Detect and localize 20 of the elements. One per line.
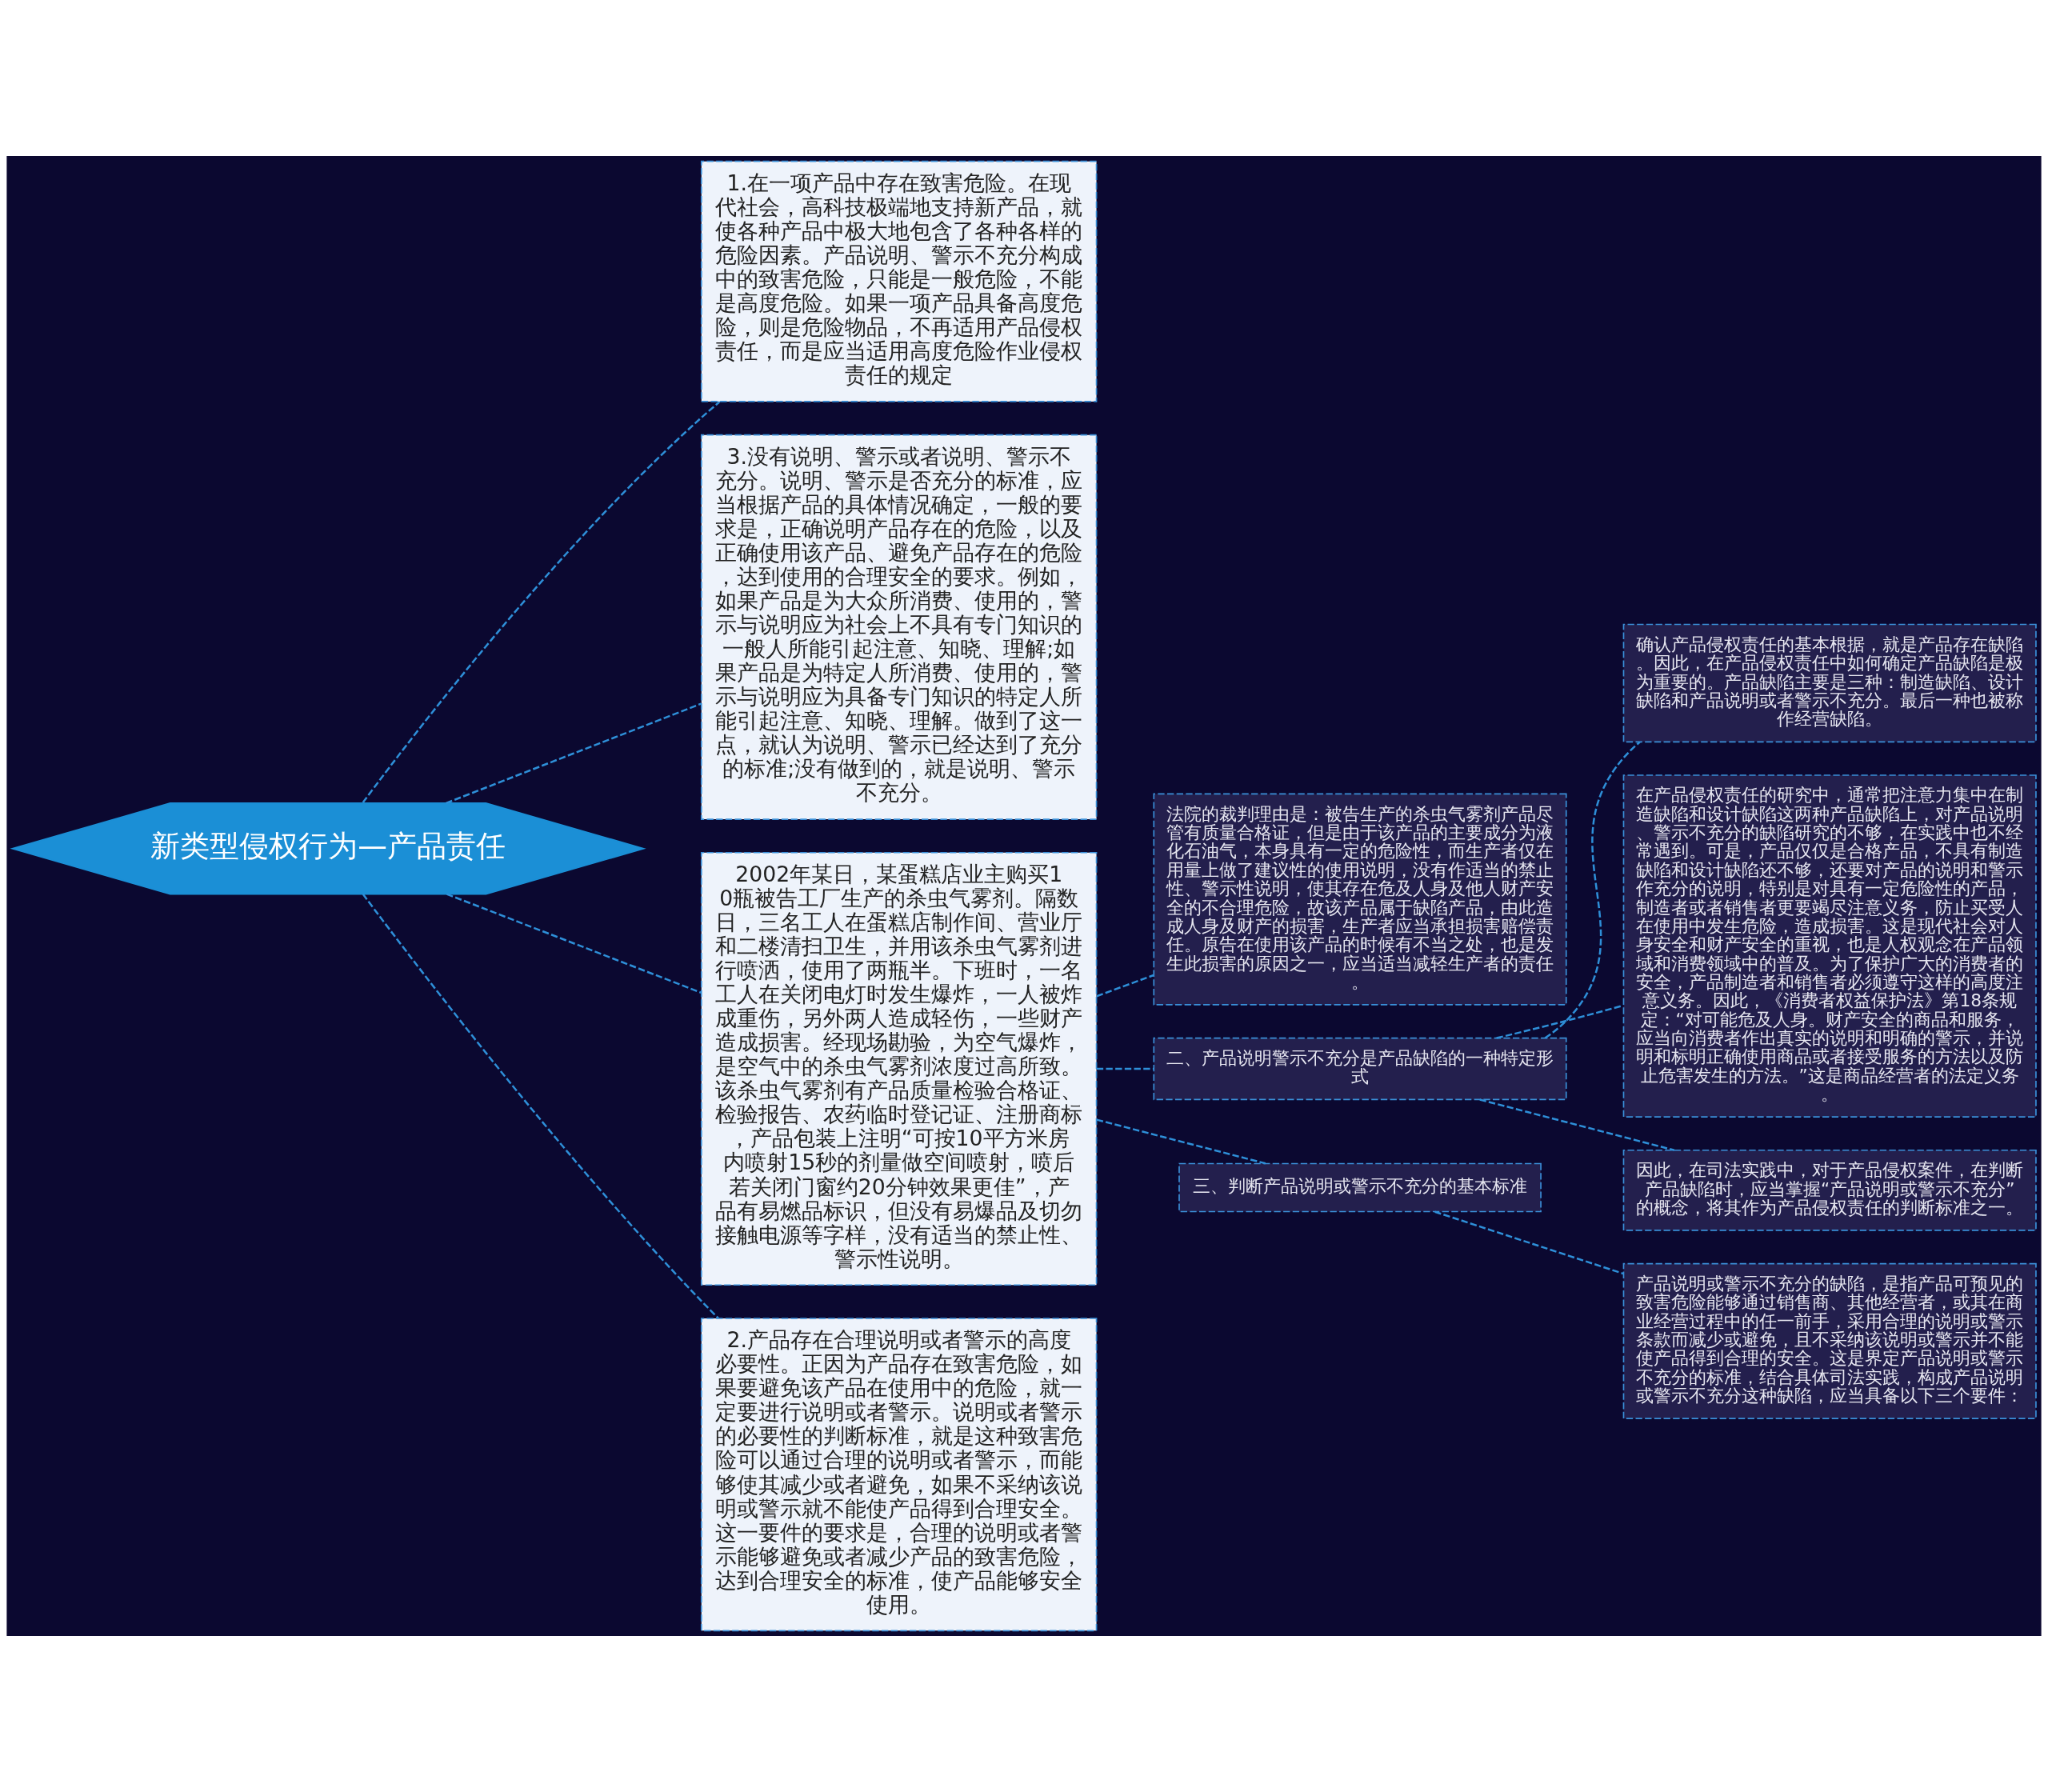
connector	[1096, 974, 1154, 998]
node-box: 二、产品说明警示不充分是产品缺陷的一种特定形式	[1153, 1037, 1567, 1101]
connector	[362, 401, 721, 803]
connector	[1544, 741, 1641, 1039]
node-box: 因此，在司法实践中，对于产品侵权案件，在判断产品缺陷时，应当掌握“产品说明或警示不充分”的概念，将其作为产品侵权责任的判断标准之一。	[1622, 1149, 2037, 1231]
connector	[446, 702, 702, 805]
node-box: 产品说明或警示不充分的缺陷，是指产品可预见的致害危险能够通过销售商、其他经营者，或其在商业经营过程中的任一前手，采用合理的说明或警示条款而减少或避免，且不采纳该说明或警示并不能使产品得到合理的安全。这是界定产品说明或警示不充分的标准，结合具体司法实践，构成产品说明或警示不充分这种缺陷，应当具备以下三个要件：	[1622, 1262, 2037, 1419]
node-box: 3.没有说明、警示或者说明、警示不充分。说明、警示是否充分的标准，应当根据产品的具体情况确定，一般的要求是，正确说明产品存在的危险，以及正确使用该产品、避免产品存在的危险，达到使用的合理安全的要求。例如，如果产品是为大众所消费、使用的，警示与说明应为社会上不具有专门知识的一般人所能引起注意、知晓、理解;如果产品是为特定人所消费、使用的，警示与说明应为具备专门知识的特定人所能引起注意、知晓、理解。做到了这一点，就认为说明、警示已经达到了充分的标准;没有做到的，就是说明、警示不充分。	[700, 434, 1098, 820]
node-box: 2002年某日，某蛋糕店业主购买10瓶被告工厂生产的杀虫气雾剂。隔数日，三名工人在蛋糕店制作间、营业厅和二楼清扫卫生，并用该杀虫气雾剂进行喷洒，使用了两瓶半。下班时，一名工人在关闭电灯时发生爆炸，一人被炸成重伤，另外两人造成轻伤，一些财产造成损害。经现场勘验，为空气爆炸，是空气中的杀虫气雾剂浓度过高所致。该杀虫气雾剂有产品质量检验合格证、检验报告、农药临时登记证、注册商标，产品包装上注明“可按10平方米房内喷射15秒的剂量做空间喷射，喷后若关闭门窗约20分钟效果更佳”，产品有易燃品标识，但没有易爆品及切勿接触电源等字样，没有适当的禁止性、警示性说明。	[700, 851, 1098, 1286]
connector	[1434, 1210, 1624, 1275]
node-box: 法院的裁判理由是：被告生产的杀虫气雾剂产品尽管有质量合格证，但是由于该产品的主要成分为液化石油气，本身具有一定的危险性，而生产者仅在用量上做了建议性的使用说明，没有作适当的禁止性、警示性说明，使其存在危及人身及他人财产安全的不合理危险，故该产品属于缺陷产品，由此造成人身及财产的损害，生产者应当承担损害赔偿责任。原告在使用该产品的时候有不当之处，也是发生此损害的原因之一，应当适当减轻生产者的责任。	[1153, 793, 1567, 1006]
connector	[1096, 1067, 1154, 1070]
connector	[446, 893, 702, 994]
node-box: 2.产品存在合理说明或者警示的高度必要性。正因为产品存在致害危险，如果要避免该产品在使用中的危险，就一定要进行说明或者警示。说明或者警示的必要性的判断标准，就是这种致害危险可以通过合理的说明或者警示，而能够使其减少或者避免，如果不采纳该说明或警示就不能使产品得到合理安全。这一要件的要求是，合理的说明或者警示能够避免或者减少产品的致害危险，达到合理安全的标准，使产品能够安全使用。	[700, 1318, 1098, 1632]
node-box: 确认产品侵权责任的基本根据，就是产品存在缺陷。因此，在产品侵权责任中如何确定产品缺陷是极为重要的。产品缺陷主要是三种：制造缺陷、设计缺陷和产品说明或者警示不充分。最后一种也被称作经营缺陷。	[1622, 623, 2037, 743]
connector	[1096, 1118, 1266, 1165]
node-box: 三、判断产品说明或警示不充分的基本标准	[1178, 1162, 1542, 1213]
node-box: 1.在一项产品中存在致害危险。在现代社会，高科技极端地支持新产品，就使各种产品中极大地包含了各种各样的危险因素。产品说明、警示不充分构成中的致害危险，只能是一般危险，不能是高度危险。如果一项产品具备高度危险，则是危险物品，不再适用产品侵权责任，而是应当适用高度危险作业侵权责任的规定	[700, 160, 1098, 402]
node-box: 在产品侵权责任的研究中，通常把注意力集中在制造缺陷和设计缺陷这两种产品缺陷上，对产品说明、警示不充分的缺陷研究的不够，在实践中也不经常遇到。可是，产品仅仅是合格产品，不具有制造缺陷和设计缺陷还不够，还要对产品的说明和警示作充分的说明，特别是对具有一定危险性的产品，制造者或者销售者更要竭尽注意义务，防止买受人在使用中发生危险，造成损害。这是现代社会对人身安全和财产安全的重视，也是人权观念在产品领域和消费领域中的普及。为了保护广大的消费者的安全，产品制造者和销售者必须遵守这样的高度注意义务。因此，《消费者权益保护法》第18条规定：“对可能危及人身。财产安全的商品和服务，应当向消费者作出真实的说明和明确的警示，并说明和标明正确使用商品或者接受服务的方法以及防止危害发生的方法。”这是商品经营者的法定义务。	[1622, 774, 2037, 1118]
connector	[362, 894, 719, 1319]
